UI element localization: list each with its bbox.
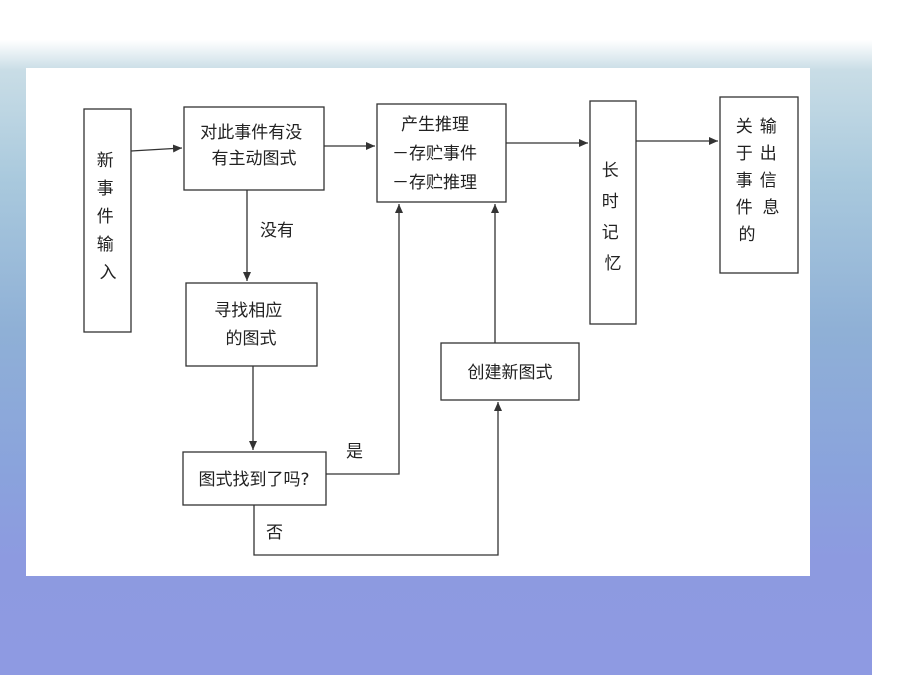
found-question-text: 图式找到了吗? bbox=[198, 470, 309, 490]
find-schema-text: 寻找相应 的图式 bbox=[214, 301, 287, 349]
check-schema-text: 对此事件有没 有主动图式 bbox=[200, 123, 307, 169]
create-schema-text: 创建新图式 bbox=[468, 363, 553, 383]
edge-label-no: 否 bbox=[266, 523, 283, 543]
check-schema-box bbox=[183, 106, 325, 191]
output-text-col2: 输 出 信 息 bbox=[760, 117, 782, 218]
create-schema-box bbox=[440, 342, 580, 401]
long-term-memory-text: 长 时 记 忆 bbox=[602, 161, 624, 274]
edge-yes-to-inference bbox=[326, 204, 403, 475]
found-question-box bbox=[182, 451, 327, 506]
edge-label-no-schema: 没有 bbox=[260, 221, 294, 241]
find-schema-box bbox=[185, 282, 318, 367]
inference-box bbox=[376, 103, 507, 203]
output-box bbox=[719, 96, 799, 274]
edge-no-to-create bbox=[253, 402, 502, 556]
inference-text: 产生推理 －存贮事件 －存贮推理 bbox=[392, 115, 482, 193]
flowchart-svg: 新 事 件 输 入 对此事件有没 有主动图式 寻找相应 的图式 图式找到了吗? … bbox=[83, 96, 799, 556]
new-event-box bbox=[83, 108, 132, 333]
slide-edge bbox=[872, 0, 900, 675]
new-event-text: 新 事 件 输 入 bbox=[97, 151, 119, 283]
long-term-memory-box bbox=[589, 100, 637, 325]
edge-label-yes: 是 bbox=[346, 442, 363, 462]
output-text-col1: 关 于 事 件 的 bbox=[736, 117, 758, 245]
flowchart-panel: 新 事 件 输 入 对此事件有没 有主动图式 寻找相应 的图式 图式找到了吗? … bbox=[26, 68, 810, 576]
edge-input-to-check bbox=[130, 144, 183, 153]
